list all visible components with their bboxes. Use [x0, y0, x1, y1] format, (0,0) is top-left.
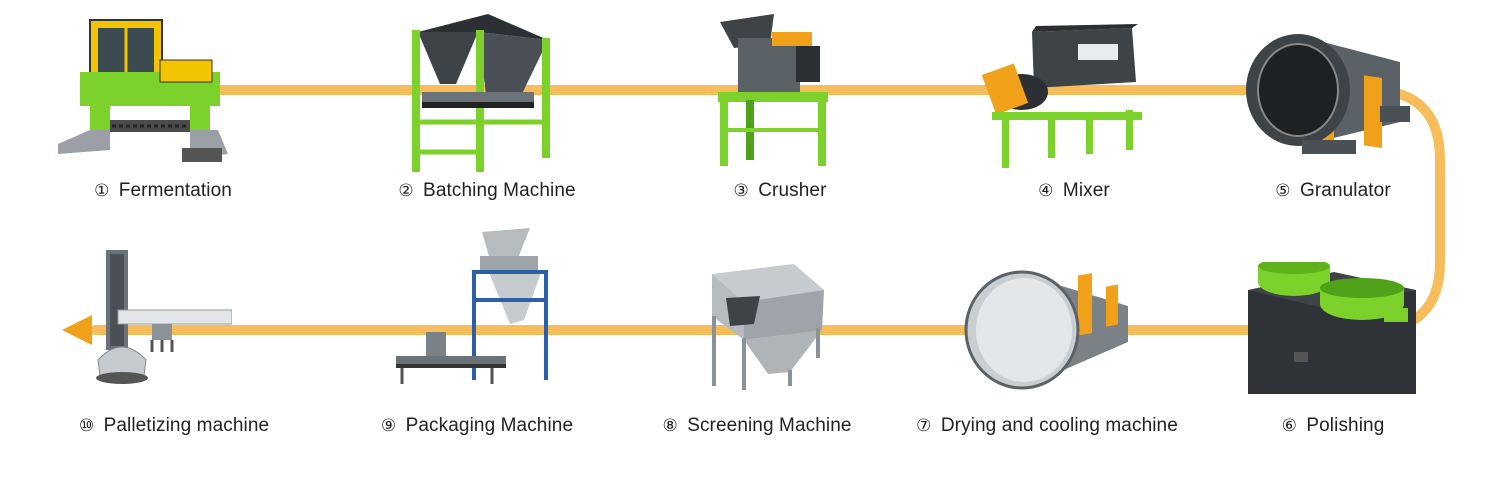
step-label-9: ⑨ Packaging Machine: [381, 415, 573, 437]
step-name: Screening Machine: [687, 415, 852, 436]
step-number: ⑤: [1275, 181, 1291, 201]
step-name: Fermentation: [118, 180, 232, 201]
step-label-3: ③ Crusher: [733, 180, 826, 202]
step-label-7: ⑦ Drying and cooling machine: [916, 415, 1178, 437]
mixer-icon: [982, 24, 1142, 168]
step-label-4: ④ Mixer: [1038, 180, 1110, 202]
step-number: ②: [398, 181, 414, 201]
step-number: ⑩: [78, 416, 95, 436]
step-label-10: ⑩ Palletizing machine: [79, 415, 269, 437]
step-number: ④: [1038, 181, 1054, 201]
crusher-icon: [718, 14, 828, 166]
step-number: ⑨: [380, 416, 397, 436]
step-label-5: ⑤ Granulator: [1275, 180, 1391, 202]
step-name: Packaging Machine: [405, 415, 574, 436]
step-number: ③: [733, 181, 749, 201]
step-name: Polishing: [1306, 415, 1385, 436]
step-name: Mixer: [1062, 180, 1110, 201]
step-number: ⑦: [916, 416, 932, 436]
compost-turner-icon: [58, 19, 228, 162]
palletizer-arm-icon: [96, 250, 232, 384]
step-label-2: ② Batching Machine: [398, 180, 575, 202]
drum-screener-icon: [712, 264, 824, 390]
step-number: ①: [94, 181, 110, 201]
step-name: Granulator: [1299, 180, 1391, 201]
rotary-drum-granulator-icon: [1246, 34, 1410, 154]
step-label-6: ⑥ Polishing: [1282, 415, 1385, 437]
step-label-1: ① Fermentation: [94, 180, 232, 202]
polishing-machine-icon: [1248, 262, 1416, 394]
step-name: Crusher: [758, 180, 827, 201]
rotary-dryer-icon: [964, 270, 1128, 390]
step-name: Drying and cooling machine: [940, 415, 1178, 436]
flow-arrow-head-icon: [62, 315, 92, 345]
step-number: ⑥: [1281, 416, 1297, 436]
step-name: Batching Machine: [423, 180, 576, 201]
step-number: ⑧: [662, 416, 678, 436]
step-label-8: ⑧ Screening Machine: [662, 415, 851, 437]
step-name: Palletizing machine: [103, 415, 270, 436]
packaging-scale-icon: [396, 228, 548, 384]
batching-hopper-icon: [412, 14, 550, 172]
